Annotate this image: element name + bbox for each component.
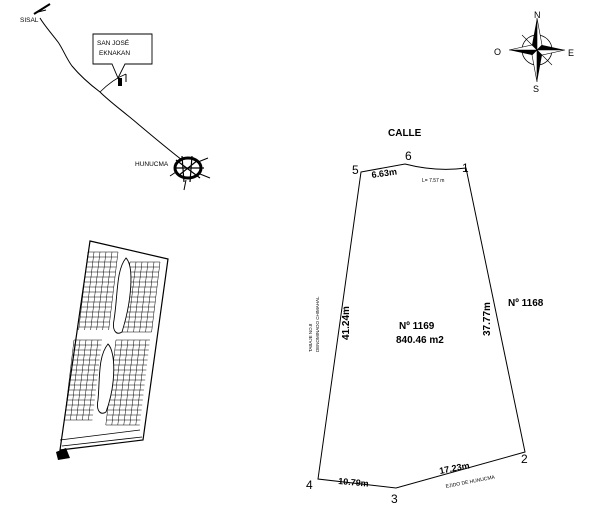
- lot-column-line: [64, 339, 75, 421]
- compass-rose: [508, 17, 566, 83]
- subdivision-plan: [56, 240, 169, 460]
- side-1-2: 37.77m: [482, 302, 493, 336]
- san-jose-label-1: SAN JOSÉ: [97, 38, 130, 47]
- lot-column-line: [82, 339, 93, 421]
- lot-column-line: [151, 261, 161, 333]
- access-road: [59, 429, 143, 447]
- side-4-5: 41.24m: [341, 306, 352, 340]
- lot-column-line: [129, 339, 141, 426]
- lot-1169: [317, 163, 526, 489]
- lot-column-line: [76, 339, 87, 421]
- road-branch: [99, 73, 127, 93]
- side-3-4: 10.79m: [338, 476, 369, 489]
- arc-length-label: L= 7.57 m: [422, 178, 444, 184]
- lot-column-line: [117, 339, 129, 426]
- lot-column-line: [102, 251, 113, 331]
- vertex-5: 5: [352, 163, 359, 177]
- lot-column-line: [90, 251, 101, 331]
- san-jose-callout: [92, 33, 153, 80]
- subdivision-outline: [59, 240, 169, 451]
- central-park-2: [97, 343, 115, 414]
- compass-o: O: [494, 47, 501, 57]
- lot-column-line: [108, 251, 119, 331]
- sisal-marker: [33, 3, 51, 15]
- lot-area: 840.46 m2: [396, 335, 444, 346]
- lot-column-line: [133, 261, 143, 333]
- vertex-2: 2: [521, 452, 528, 466]
- neighbor-east: Nº 1168: [508, 298, 544, 309]
- san-jose-label-2: EKNAKAN: [99, 50, 130, 57]
- vertex-3: 3: [391, 492, 398, 506]
- street-label: CALLE: [388, 128, 422, 139]
- side-2-3: 17.23m: [438, 460, 470, 476]
- vertex-1: 1: [462, 161, 469, 175]
- compass-e: E: [568, 48, 574, 58]
- lot-column-line: [123, 339, 135, 426]
- lot-column-line: [111, 339, 123, 426]
- compass-s: S: [533, 84, 539, 94]
- lot-column-line: [135, 339, 147, 426]
- lot-rows: [64, 251, 161, 426]
- neighbor-west-1: TABAJE NO.8: [308, 323, 313, 352]
- lot-boundary: [317, 163, 526, 489]
- neighbor-south: EJIDO DE HUNUCMA: [445, 474, 496, 490]
- vertex-6: 6: [405, 149, 412, 163]
- lot-column-line: [145, 261, 155, 333]
- vertex-4: 4: [306, 478, 313, 492]
- side-5-6: 6.63m: [371, 167, 398, 180]
- neighbor-west-2: DENOMINADO CHIMAHAL: [315, 296, 320, 352]
- sisal-label: SISAL: [20, 17, 39, 24]
- access-marker: [56, 448, 70, 460]
- san-jose-marker: [118, 78, 122, 86]
- lot-column-line: [78, 251, 89, 331]
- lot-column-line: [127, 261, 137, 333]
- road-sisal-hunucma: [39, 17, 183, 161]
- compass-n: N: [534, 10, 541, 20]
- lot-column-line: [84, 251, 95, 331]
- lot-column-line: [139, 261, 149, 333]
- location-map: SISAL SAN JOSÉ EKNAKAN HUNUCMA: [20, 3, 211, 191]
- lot-column-line: [96, 251, 107, 331]
- lot-number: Nº 1169: [399, 321, 435, 332]
- lot-column-line: [88, 339, 99, 421]
- hunucma-town-icon: [169, 155, 211, 191]
- lot-column-line: [70, 339, 81, 421]
- hunucma-label: HUNUCMA: [135, 161, 169, 168]
- central-park-1: [113, 257, 132, 334]
